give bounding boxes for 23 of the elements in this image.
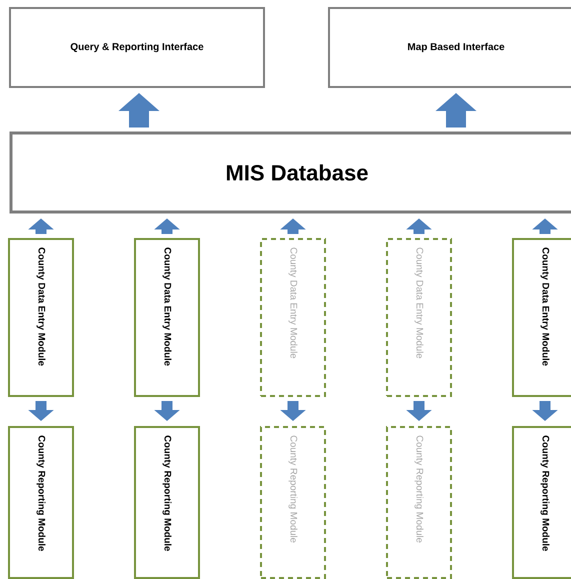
module-label: County Data Entry Module (288, 248, 298, 358)
module-box (8, 238, 74, 397)
module-box (386, 238, 452, 397)
module-label: County Reporting Module (288, 436, 298, 542)
interface-box: Map Based Interface (328, 7, 571, 88)
module-box (512, 426, 571, 579)
module-box (512, 238, 571, 397)
module-box (260, 238, 326, 397)
module-box (134, 426, 200, 579)
module-box (386, 426, 452, 579)
module-label: County Data Entry Module (540, 248, 550, 366)
module-label: County Reporting Module (162, 436, 172, 551)
module-box (134, 238, 200, 397)
module-label: County Data Entry Module (36, 248, 46, 366)
module-box (8, 426, 74, 579)
interface-box: Query & Reporting Interface (9, 7, 265, 88)
module-label: County Data Entry Module (414, 248, 424, 358)
module-label: County Reporting Module (36, 436, 46, 551)
module-label: County Reporting Module (414, 436, 424, 542)
module-label: County Data Entry Module (162, 248, 172, 366)
module-box (260, 426, 326, 579)
module-label: County Reporting Module (540, 436, 550, 551)
database-box: MIS Database (10, 132, 571, 214)
